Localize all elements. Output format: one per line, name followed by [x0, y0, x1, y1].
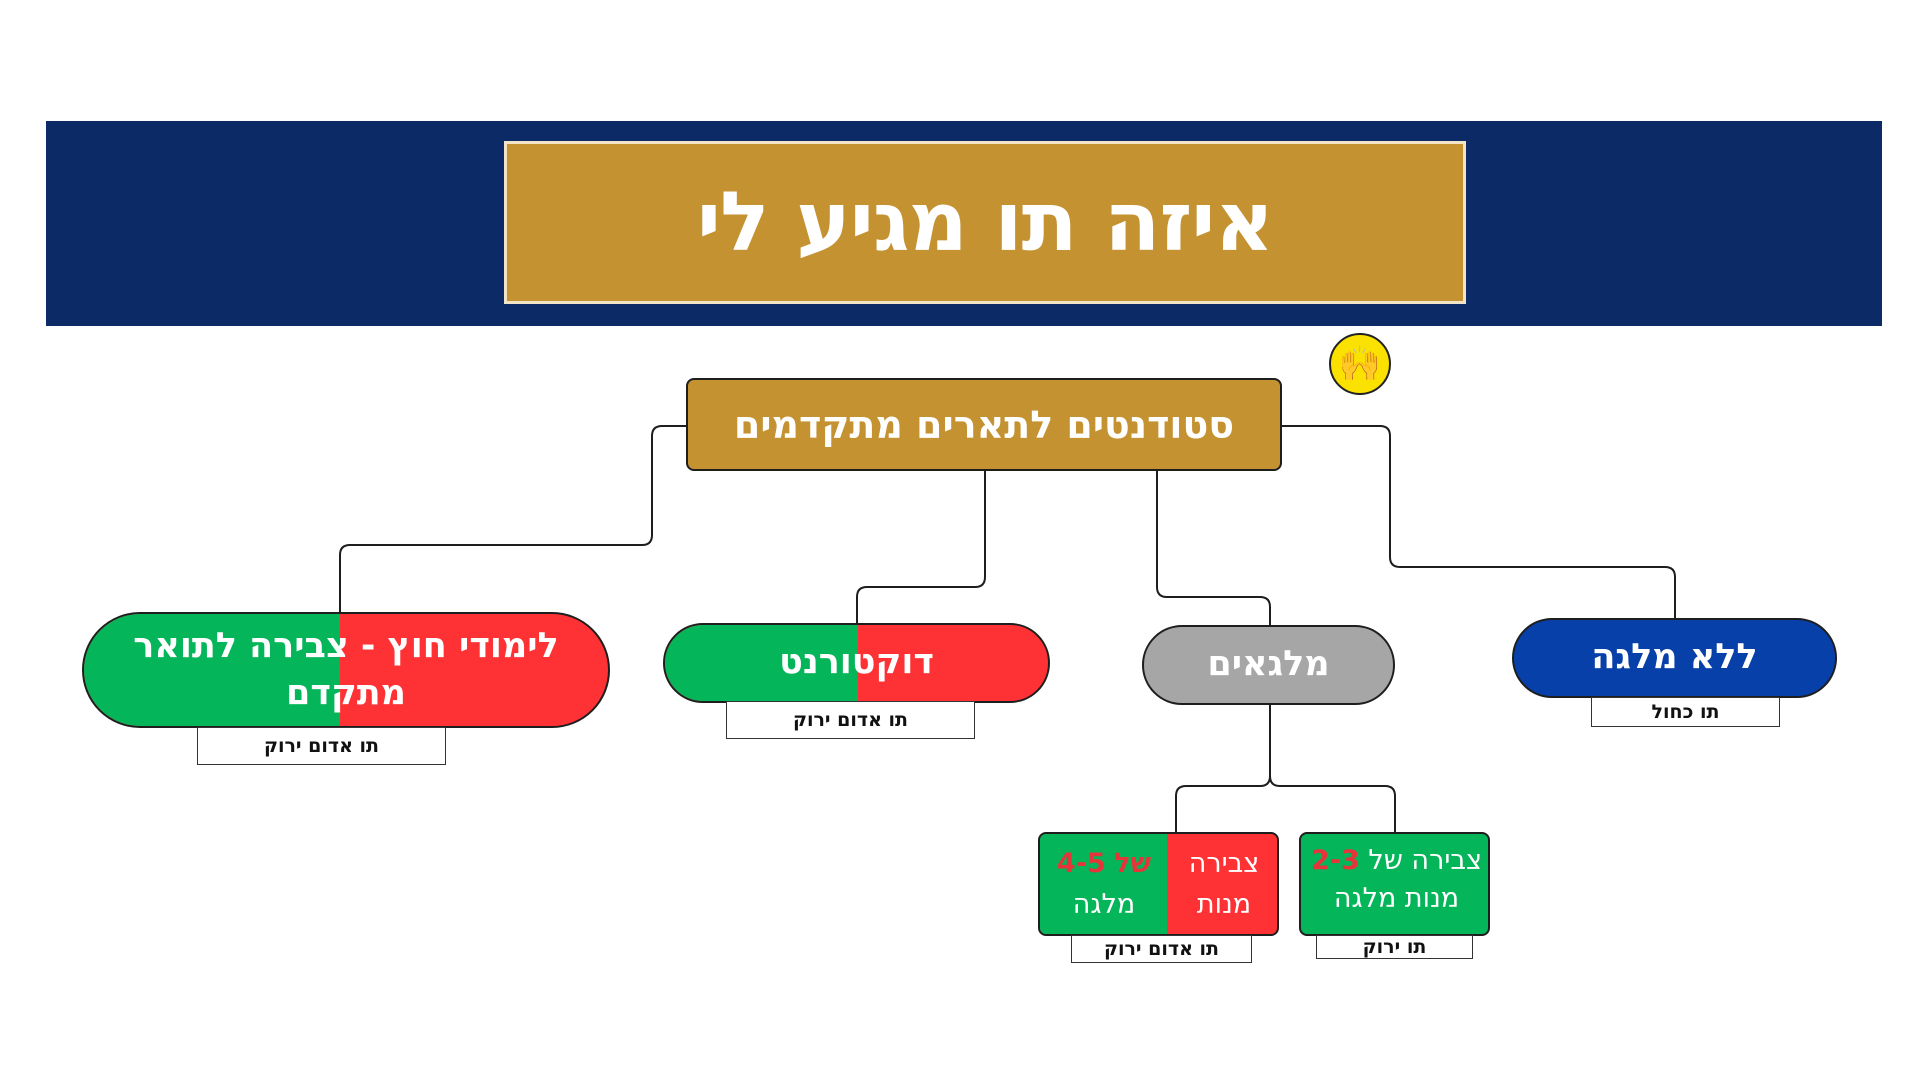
- connector-sub-left: [1175, 704, 1271, 834]
- node-accumulation-2-3: צבירה של 2-3 מנות מלגה: [1299, 832, 1490, 936]
- accumulation-4-5-right-text: צבירה מנות: [1188, 848, 1260, 920]
- raised-hands-icon: 🙌: [1329, 333, 1391, 395]
- tag-accumulation-2-3: תו ירוק: [1316, 935, 1473, 959]
- node-no-scholarship-label: ללא מלגה: [1591, 637, 1758, 678]
- connector-no-scholarship: [1282, 425, 1676, 619]
- root-node: סטודנטים לתארים מתקדמים: [686, 378, 1282, 471]
- node-accumulation-4-5: צבירה מנות של 4-5 מלגה: [1038, 832, 1279, 936]
- connector-scholarship: [1156, 471, 1271, 627]
- tag-accumulation-4-5: תו אדום ירוק: [1071, 935, 1252, 963]
- accumulation-2-3-text: צבירה של 2-3 מנות מלגה: [1311, 845, 1482, 914]
- connector-doctorate: [856, 471, 986, 626]
- root-label: סטודנטים לתארים מתקדמים: [733, 402, 1235, 447]
- title-box: איזה תו מגיע לי: [504, 141, 1466, 304]
- page-title: איזה תו מגיע לי: [696, 175, 1274, 270]
- accumulation-4-5-left-text: של 4-5 מלגה: [1056, 848, 1152, 920]
- node-doctorate: דוקטורנט: [663, 623, 1050, 703]
- tag-no-scholarship: תו כחול: [1591, 697, 1780, 727]
- connector-external: [339, 425, 686, 614]
- node-external-studies-label: לימודי חוץ - צבירה לתואר מתקדם: [133, 625, 559, 713]
- tag-external-studies: תו אדום ירוק: [197, 727, 446, 765]
- node-scholarship-holders: מלגאים: [1142, 625, 1395, 705]
- node-scholarship-holders-label: מלגאים: [1207, 644, 1330, 685]
- tag-doctorate: תו אדום ירוק: [726, 701, 975, 739]
- node-doctorate-label: דוקטורנט: [779, 642, 934, 683]
- node-no-scholarship: ללא מלגה: [1512, 618, 1837, 698]
- connector-sub-right: [1269, 775, 1396, 834]
- node-external-studies: לימודי חוץ - צבירה לתואר מתקדם: [82, 612, 610, 728]
